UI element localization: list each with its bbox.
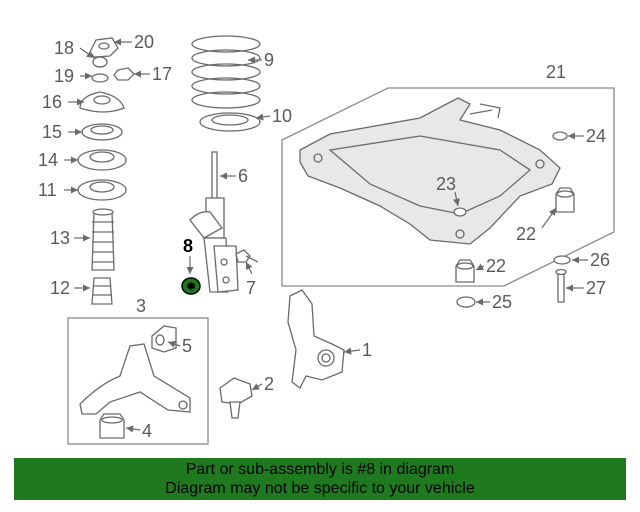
- callout-22a: 22: [516, 224, 536, 244]
- part-27-bolt[interactable]: [555, 268, 567, 303]
- part-21-subframe[interactable]: [299, 97, 561, 245]
- parts-diagram: 1 2 3 4 5 6 7 8 9 10 11 12 13 14 15 16 1…: [38, 32, 615, 445]
- callout-21: 21: [546, 62, 566, 82]
- part-13-boot[interactable]: [91, 208, 115, 271]
- callout-9: 9: [264, 50, 274, 70]
- callout-8: 8: [183, 236, 193, 256]
- part-3-lower-arm[interactable]: [79, 343, 191, 415]
- part-25-washer[interactable]: [456, 296, 476, 308]
- part-6-strut[interactable]: [189, 151, 239, 293]
- callout-5: 5: [182, 336, 192, 356]
- callout-19: 19: [54, 66, 74, 86]
- callout-11: 11: [38, 180, 57, 200]
- part-14-seat[interactable]: [77, 149, 127, 171]
- callout-4: 4: [142, 421, 152, 441]
- callout-12: 12: [50, 278, 70, 298]
- callout-6: 6: [238, 166, 248, 186]
- callout-27: 27: [586, 278, 606, 298]
- part-19-washer[interactable]: [91, 73, 109, 83]
- callout-17: 17: [152, 64, 172, 84]
- callout-22b: 22: [486, 256, 506, 276]
- part-20-cap[interactable]: [89, 37, 119, 58]
- callout-13: 13: [50, 228, 70, 248]
- part-7-bolt[interactable]: [235, 249, 259, 263]
- info-banner: Part or sub-assembly is #8 in diagram Di…: [14, 458, 626, 500]
- callout-20: 20: [134, 32, 154, 52]
- leader-lines: [64, 38, 588, 433]
- part-15-bearing[interactable]: [81, 123, 123, 141]
- part-1-knuckle[interactable]: [287, 289, 345, 389]
- part-17-nut[interactable]: [113, 67, 135, 81]
- part-16-mount[interactable]: [79, 91, 125, 113]
- callout-18: 18: [54, 38, 74, 58]
- part-10-spring-pad[interactable]: [199, 112, 261, 132]
- callout-14: 14: [38, 150, 58, 170]
- callout-1: 1: [362, 340, 372, 360]
- callout-24: 24: [586, 126, 606, 146]
- callout-7: 7: [246, 278, 256, 298]
- part-26-washer[interactable]: [553, 255, 571, 265]
- part-24-washer[interactable]: [552, 131, 568, 141]
- callout-25: 25: [492, 292, 512, 312]
- callout-2: 2: [264, 374, 274, 394]
- part-22-bushing-right[interactable]: [555, 187, 575, 213]
- part-18-nut[interactable]: [92, 56, 108, 68]
- part-4-bushing[interactable]: [99, 413, 125, 439]
- part-22-bushing-lower[interactable]: [455, 259, 475, 283]
- callout-16: 16: [42, 92, 62, 112]
- callout-26: 26: [590, 250, 610, 270]
- part-12-bumper[interactable]: [91, 277, 113, 305]
- callout-23: 23: [436, 174, 456, 194]
- box-3: [67, 317, 209, 445]
- part-2-ball-joint[interactable]: [219, 377, 253, 419]
- part-5-bushing[interactable]: [151, 325, 177, 353]
- part-8-highlighted[interactable]: [181, 277, 201, 295]
- callout-10: 10: [272, 106, 292, 126]
- part-23-washer[interactable]: [453, 207, 467, 217]
- part-9-coil-spring[interactable]: [191, 35, 261, 109]
- box-21: [281, 87, 615, 287]
- callout-3: 3: [136, 296, 146, 316]
- banner-line-1: Part or sub-assembly is #8 in diagram: [185, 461, 455, 478]
- banner-line-2: Diagram may not be specific to your vehi…: [165, 480, 475, 497]
- part-11-insulator[interactable]: [77, 179, 127, 201]
- callout-15: 15: [42, 122, 62, 142]
- callout-labels: 1 2 3 4 5 6 7 8 9 10 11 12 13 14 15 16 1…: [38, 32, 610, 441]
